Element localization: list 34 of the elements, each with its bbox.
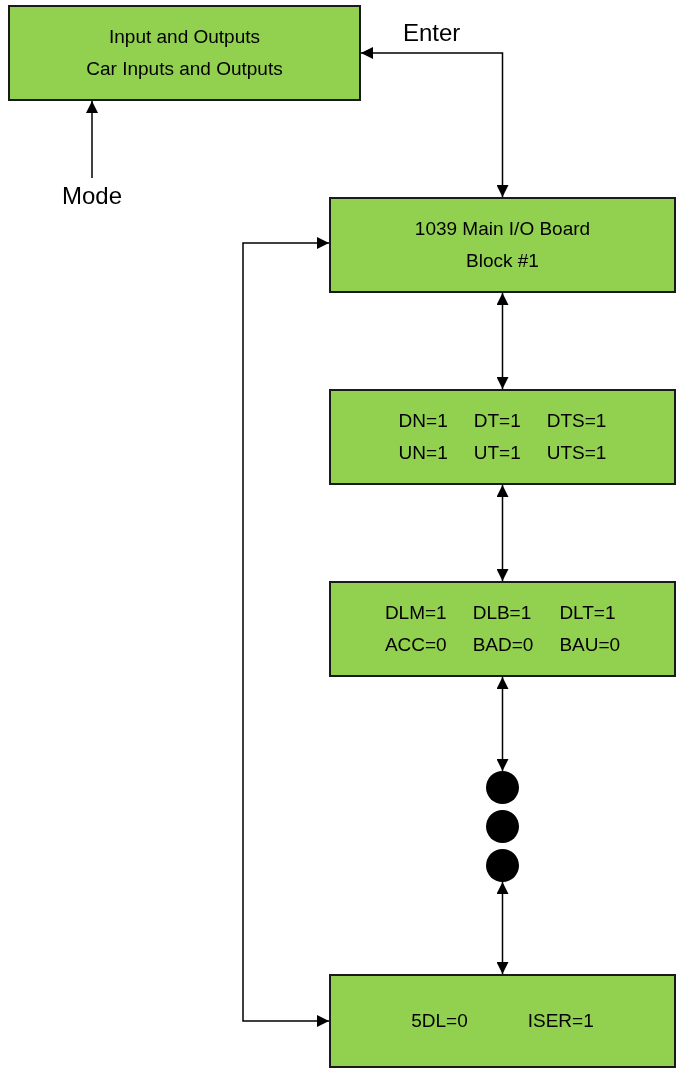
dot-marker [486, 771, 519, 804]
connector-arrow [496, 881, 509, 975]
box-text: UTS=1 [546, 441, 607, 465]
box-text: DT=1 [473, 409, 521, 433]
box-text: ISER=1 [527, 1009, 594, 1033]
box-text: ACC=0 [384, 633, 447, 657]
box-text: 5DL=0 [411, 1009, 468, 1033]
process-box [8, 5, 361, 101]
connector-arrow [496, 484, 509, 582]
connector-arrow [242, 237, 330, 1027]
box-text: DTS=1 [546, 409, 607, 433]
process-box [329, 197, 676, 293]
box-text: UT=1 [473, 441, 521, 465]
status-box [329, 581, 676, 677]
box-text: BAD=0 [472, 633, 534, 657]
box-text: Block #1 [466, 249, 539, 273]
mode-label: Mode [50, 178, 134, 214]
box-text: BAU=0 [559, 633, 621, 657]
connector-arrow [496, 292, 509, 390]
box-text: Car Inputs and Outputs [86, 57, 283, 81]
dot-marker [486, 810, 519, 843]
box-text: DLB=1 [472, 601, 533, 625]
status-box [329, 389, 676, 485]
connector-arrow [496, 676, 509, 772]
connector-arrow [360, 47, 509, 198]
box-text: DLT=1 [559, 601, 617, 625]
box-text: Input and Outputs [108, 25, 261, 49]
box-text: DLM=1 [384, 601, 447, 625]
box-text: DN=1 [398, 409, 448, 433]
dot-marker [486, 849, 519, 882]
status-box [329, 974, 676, 1068]
box-text: 1039 Main I/O Board [414, 217, 591, 241]
box-text: UN=1 [398, 441, 448, 465]
connector-arrow [86, 100, 98, 179]
